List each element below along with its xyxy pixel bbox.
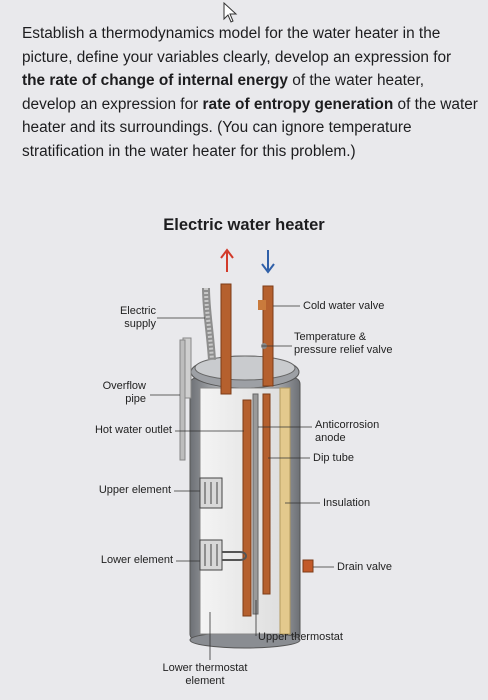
label-anode-line1: Anticorrosion bbox=[315, 419, 380, 431]
label-relief-line1: Temperature & bbox=[294, 331, 367, 343]
figure-title: Electric water heater bbox=[163, 216, 325, 234]
hot-arrow-icon bbox=[220, 248, 234, 272]
cold-water-pipe bbox=[258, 285, 274, 595]
label-insulation: Insulation bbox=[323, 497, 371, 509]
anode-rod bbox=[252, 393, 259, 615]
label-relief-valve: Temperature & pressure relief valve bbox=[294, 331, 392, 357]
question-bold-entropy: rate of entropy generation bbox=[202, 95, 394, 113]
label-relief-line2: pressure relief valve bbox=[294, 344, 393, 356]
label-cold-water-valve: Cold water valve bbox=[303, 300, 385, 312]
label-upper-thermostat: Upper thermostat bbox=[258, 631, 343, 643]
label-lower-thermostat-line2: element bbox=[185, 675, 225, 687]
cold-arrow-icon bbox=[261, 250, 275, 274]
label-anticorrosion-anode: Anticorrosion anode bbox=[315, 419, 379, 445]
cursor-icon bbox=[223, 2, 238, 23]
label-upper-element: Upper element bbox=[98, 484, 171, 496]
label-electric-supply-line2: supply bbox=[124, 318, 156, 330]
label-overflow-line2: pipe bbox=[125, 393, 146, 405]
label-hot-water-outlet: Hot water outlet bbox=[94, 424, 172, 436]
label-overflow-line1: Overflow bbox=[102, 380, 146, 392]
label-drain-valve: Drain valve bbox=[337, 561, 393, 573]
question-bold-internal-energy: the rate of change of internal energy bbox=[22, 72, 288, 89]
drain-valve-icon bbox=[302, 559, 314, 573]
label-dip-tube: Dip tube bbox=[313, 452, 354, 464]
label-electric-supply-line1: Electric bbox=[119, 305, 156, 317]
label-electric-supply: Electric supply bbox=[96, 305, 156, 331]
label-anode-line2: anode bbox=[315, 432, 346, 444]
question-text: Establish a thermodynamics model for the… bbox=[22, 22, 478, 163]
label-lower-thermostat-line1: Lower thermostat bbox=[162, 662, 248, 674]
label-lower-thermostat: Lower thermostat element bbox=[150, 662, 260, 688]
overflow-pipe bbox=[179, 339, 186, 461]
lower-element bbox=[199, 539, 247, 571]
label-overflow-pipe: Overflow pipe bbox=[80, 380, 146, 406]
question-part-1: Establish a thermodynamics model for the… bbox=[22, 25, 452, 66]
question-part-3: of the water heater and its surroundings… bbox=[22, 95, 478, 160]
leader-lines bbox=[150, 305, 334, 660]
label-lower-element: Lower element bbox=[100, 554, 173, 566]
question-part-2: of the water heater, develop an expressi… bbox=[22, 72, 425, 113]
upper-element bbox=[199, 477, 223, 509]
hot-water-pipe bbox=[220, 283, 252, 617]
